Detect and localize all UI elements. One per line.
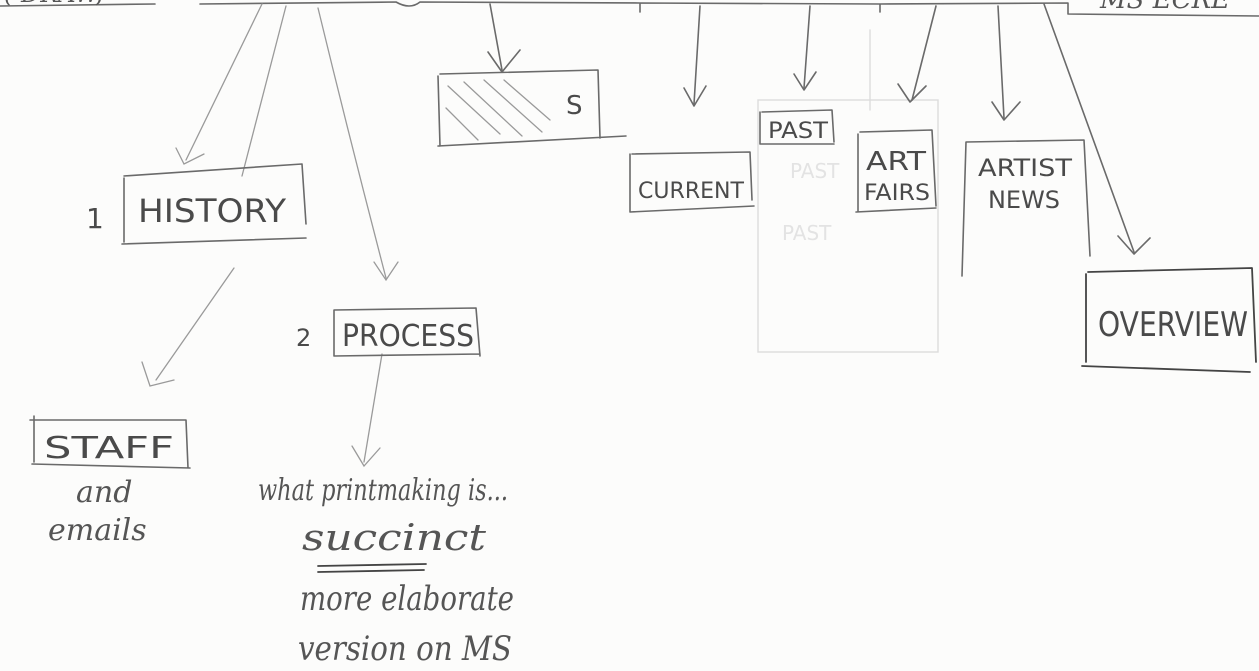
process-note-line1: what printmaking is... [258,473,508,508]
erased-text: PAST [782,221,832,245]
node-overview: OVERVIEW [1081,267,1257,373]
node-history: 1 HISTORY [86,163,307,245]
arrowhead-icon [793,71,817,91]
arrow-to-process [317,7,387,279]
node-current: CURRENT [629,151,755,213]
process-note-line4: version on MS [298,629,512,669]
node-art-fairs: ART FAIRS [855,129,937,213]
staff-note-line1: and [76,475,132,510]
artist-news-line2: NEWS [988,186,1060,214]
node-artist-news: ARTIST NEWS [961,139,1091,277]
staff-note-line2: emails [48,513,147,548]
top-bracket-line [199,1,1259,17]
arrow-to-history [185,3,263,161]
top-right-label: MS ECRE [1099,0,1230,15]
erased-text: PAST [790,159,840,183]
arrowhead-icon [351,445,381,468]
arrowhead-icon [683,85,707,107]
arrow-to-staff [155,267,235,381]
placeholder-label: S [566,91,583,121]
arrowhead-icon [141,361,175,387]
overview-label: OVERVIEW [1098,305,1248,345]
node-process: 2 PROCESS [296,307,481,357]
art-fairs-line1: ART [866,147,926,177]
node-exhibitions-placeholder: S [437,69,627,147]
staff-box [29,415,191,469]
arrow-to-process-notes [363,353,383,463]
erased-marks: PAST PAST [757,29,939,353]
arrow-to-past [803,5,811,89]
arrowhead-icon [373,261,399,282]
succinct-underline [317,563,427,573]
erased-box [757,99,939,353]
history-label: HISTORY [138,192,286,230]
artist-news-box [961,139,1091,277]
process-box [333,307,481,357]
history-box [121,163,307,245]
process-note-line3: more elaborate [300,579,514,619]
artist-news-line1: ARTIST [978,154,1072,182]
top-left-underline [0,3,156,7]
history-number: 1 [86,202,104,235]
current-box [629,151,755,213]
current-label: CURRENT [638,179,745,204]
node-past: PAST [759,109,835,145]
process-label: PROCESS [342,319,474,354]
process-notes: what printmaking is... succinct more ela… [258,473,514,669]
connector-arrows [141,3,1151,468]
node-staff: STAFF and emails [29,415,191,548]
placeholder-box [437,69,627,147]
overview-box [1081,267,1257,373]
top-left-label: ( DRAW, [4,0,103,8]
process-number: 2 [296,324,311,352]
arrow-to-artist-news [997,5,1005,119]
arrowhead-icon [897,83,927,103]
top-bracket: ( DRAW, MS ECRE [0,0,1259,17]
arrow-to-placeholder [489,3,503,71]
process-note-line2: succinct [302,518,487,559]
hatch-lines [445,79,551,141]
past-label: PAST [768,119,829,144]
art-fairs-line2: FAIRS [864,181,930,206]
arrowhead-icon [175,147,205,165]
art-fairs-box [855,129,937,213]
staff-label: STAFF [44,431,174,466]
arrowhead-icon [1117,235,1151,255]
line-to-history [241,5,287,177]
arrowhead-icon [487,49,521,73]
arrow-to-art-fairs [911,5,937,101]
arrow-to-overview [1043,3,1135,253]
past-box [759,109,835,145]
arrowhead-icon [991,101,1021,121]
arrow-to-current [693,5,701,105]
